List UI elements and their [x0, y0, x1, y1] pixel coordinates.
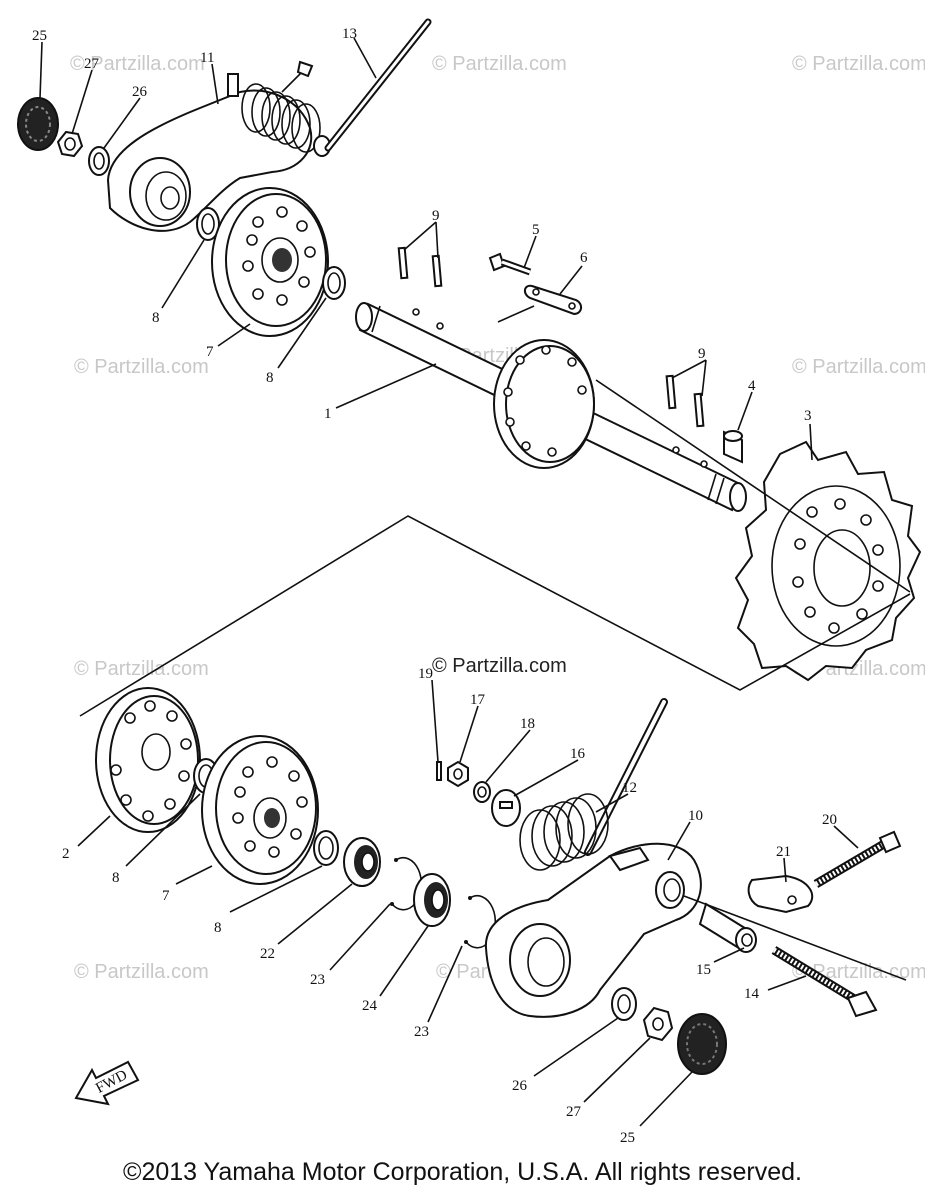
part-bushing	[698, 902, 757, 953]
callout-21: 21	[776, 844, 791, 860]
copyright-footer: ©2013 Yamaha Motor Corporation, U.S.A. A…	[123, 1158, 802, 1186]
part-long-bolt	[813, 830, 902, 888]
part-collar	[723, 430, 743, 464]
reference-lines	[79, 305, 911, 717]
callout-27: 27	[84, 56, 100, 72]
part-spring-bottom	[519, 698, 668, 871]
callout-4: 4	[748, 378, 756, 394]
callout-23: 23	[414, 1024, 429, 1040]
leader-lines	[39, 37, 859, 1127]
part-nut-top	[56, 130, 84, 158]
part-adjuster-bolt	[771, 946, 878, 1018]
callout-17: 17	[470, 692, 486, 708]
part-spring-rod-top	[324, 18, 432, 152]
callout-2: 2	[62, 846, 70, 862]
part-shaft-flange	[493, 339, 595, 469]
part-bolt-small	[488, 252, 532, 276]
callout-20: 20	[822, 812, 837, 828]
callout-13: 13	[342, 26, 357, 42]
part-idler-wheel-bottom	[201, 735, 319, 885]
callout-7: 7	[162, 888, 170, 904]
callout-11: 11	[200, 50, 214, 66]
part-idler-wheel-top	[211, 187, 329, 337]
part-gear-bottom	[677, 1013, 727, 1075]
part-bearing	[343, 837, 381, 887]
watermark: © Partzilla.com	[792, 53, 925, 75]
fwd-arrow-icon: FWD	[74, 1060, 140, 1106]
callout-24: 24	[362, 998, 378, 1014]
callout-6: 6	[580, 250, 588, 266]
callout-1: 1	[324, 406, 332, 422]
part-roll-pins-lower	[665, 374, 705, 428]
callout-25: 25	[620, 1130, 635, 1146]
callout-3: 3	[804, 408, 812, 424]
part-castle-nut	[447, 760, 469, 788]
watermark-dark: © Partzilla.com	[432, 655, 567, 677]
callout-9: 9	[698, 346, 706, 362]
callout-8: 8	[152, 310, 160, 326]
callout-26: 26	[512, 1078, 528, 1094]
part-tensioner-arm-bottom	[484, 842, 702, 1018]
callout-27: 27	[566, 1104, 582, 1120]
part-gear-top	[17, 97, 59, 151]
callout-15: 15	[696, 962, 711, 978]
callout-25: 25	[32, 28, 47, 44]
watermark: © Partzilla.com	[70, 53, 205, 75]
callout-23: 23	[310, 972, 325, 988]
callout-22: 22	[260, 946, 275, 962]
callout-18: 18	[520, 716, 535, 732]
watermark: © Partzilla.com	[74, 658, 209, 680]
callout-5: 5	[532, 222, 540, 238]
callout-8: 8	[266, 370, 274, 386]
part-bearing	[413, 873, 451, 927]
callout-9: 9	[432, 208, 440, 224]
callout-8: 8	[112, 870, 120, 886]
callout-8: 8	[214, 920, 222, 936]
watermark: © Partzilla.com	[74, 961, 209, 983]
callout-10: 10	[688, 808, 703, 824]
part-track-sprocket	[734, 440, 922, 682]
part-cotter-pin	[436, 761, 442, 781]
callout-26: 26	[132, 84, 148, 100]
part-bracket	[524, 284, 582, 316]
callout-12: 12	[622, 780, 637, 796]
part-flange-plate	[95, 687, 201, 833]
callout-19: 19	[418, 666, 433, 682]
watermark: © Partzilla.com	[432, 53, 567, 75]
part-spring-cap	[491, 789, 521, 827]
part-roll-pins-upper	[397, 246, 443, 288]
callout-labels: 25 27 26 11 13 9 5 6 8 7 8 1 9 4 3 19 17…	[32, 26, 837, 1146]
watermark: © Partzilla.com	[74, 356, 209, 378]
callout-14: 14	[744, 986, 760, 1002]
part-nut-bottom	[642, 1006, 674, 1042]
part-tensioner-arm-top	[106, 60, 331, 232]
watermark: © Partzilla.com	[792, 356, 925, 378]
callout-16: 16	[570, 746, 586, 762]
callout-7: 7	[206, 344, 214, 360]
part-adjuster-block	[747, 874, 814, 914]
